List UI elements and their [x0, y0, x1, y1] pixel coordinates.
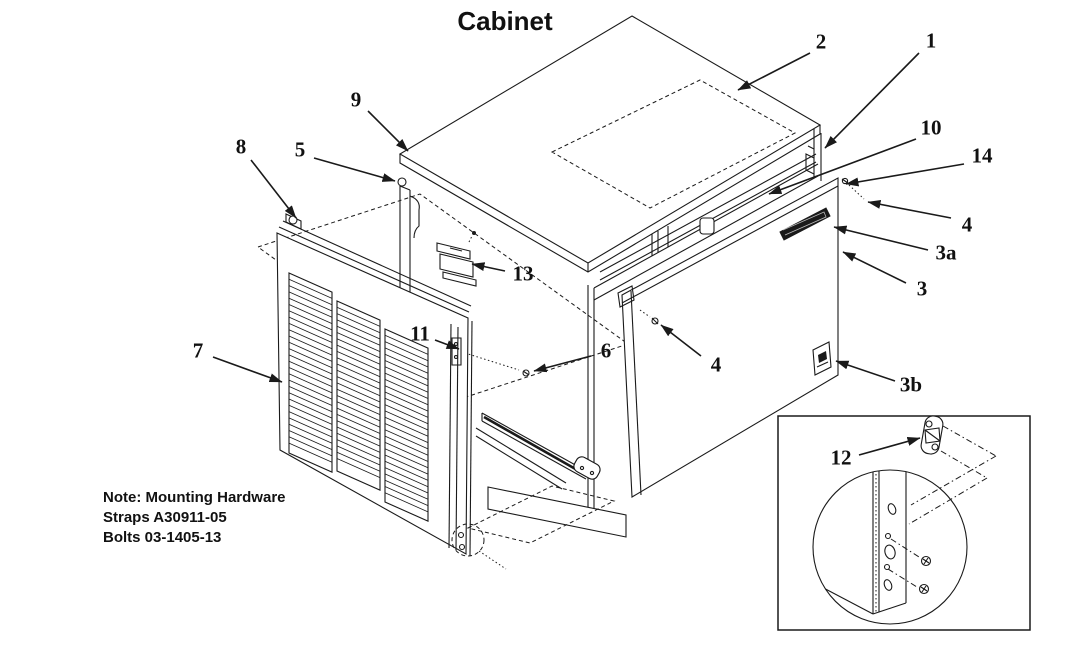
inset-detail-box — [778, 415, 1030, 630]
leader-2 — [737, 53, 810, 90]
front-opening-rails — [594, 154, 818, 300]
note-line-3: Bolts 03-1405-13 — [103, 529, 222, 546]
callout-2: 2 — [815, 29, 827, 54]
callout-4b: 4 — [710, 352, 722, 377]
louver-slats — [289, 273, 428, 521]
leader-4b — [661, 325, 701, 356]
screw-6 — [523, 370, 529, 376]
leader-1 — [825, 53, 919, 148]
callout-8: 8 — [235, 134, 247, 159]
mounting-hardware-note: Note: Mounting Hardware Straps A30911-05… — [103, 488, 286, 548]
rail-notch — [700, 218, 714, 234]
callout-10: 10 — [920, 115, 942, 140]
callout-3: 3 — [916, 276, 928, 301]
callout-9: 9 — [350, 87, 362, 112]
leader-8 — [251, 160, 296, 218]
leader-7 — [213, 357, 283, 382]
callout-5: 5 — [294, 137, 306, 162]
callout-12: 12 — [830, 445, 852, 470]
detail-reference-circle — [452, 524, 484, 556]
callout-3b: 3b — [899, 372, 923, 397]
detail-circle — [813, 470, 967, 624]
leader-14 — [845, 164, 964, 187]
front-panel — [618, 178, 864, 497]
leader-4a — [867, 199, 951, 218]
callout-4a: 4 — [961, 212, 973, 237]
leader-3 — [842, 252, 906, 283]
callout-3a: 3a — [935, 240, 957, 265]
latch-detail — [452, 338, 461, 365]
callout-13: 13 — [512, 261, 534, 286]
clip-bracket — [437, 231, 476, 286]
leader-6 — [533, 356, 591, 373]
brand-nameplate — [780, 208, 830, 240]
callout-6: 6 — [600, 338, 612, 363]
strap-end-plate — [572, 455, 602, 482]
note-line-1: Note: Mounting Hardware — [103, 489, 286, 506]
leader-3a — [833, 225, 928, 250]
callout-1: 1 — [925, 28, 937, 53]
serial-plate — [813, 342, 831, 375]
leader-10 — [768, 139, 916, 194]
hinge-pin — [398, 178, 406, 186]
right-corner-post — [806, 129, 821, 181]
leader-13 — [471, 262, 505, 271]
note-line-2: Straps A30911-05 — [103, 509, 227, 526]
leader-9 — [368, 111, 408, 151]
keeper-plate-12 — [920, 415, 944, 456]
detail-screws — [920, 557, 931, 594]
corner-bracket — [618, 286, 634, 307]
callout-7: 7 — [192, 338, 204, 363]
callout-11: 11 — [410, 321, 430, 346]
phantom-band — [909, 426, 996, 524]
leader-3b — [835, 361, 895, 381]
mounting-straps — [476, 413, 602, 489]
diagram-title: Cabinet — [457, 6, 553, 36]
clip-screw — [472, 231, 476, 235]
leader-11 — [435, 340, 460, 349]
leader-5 — [314, 158, 396, 182]
panel-corner-detail — [816, 468, 906, 614]
leader-lines — [213, 53, 964, 455]
leader-12 — [859, 437, 921, 455]
top-panel-cutout — [552, 80, 795, 208]
louvered-panel — [277, 214, 614, 569]
callout-14: 14 — [971, 143, 993, 168]
